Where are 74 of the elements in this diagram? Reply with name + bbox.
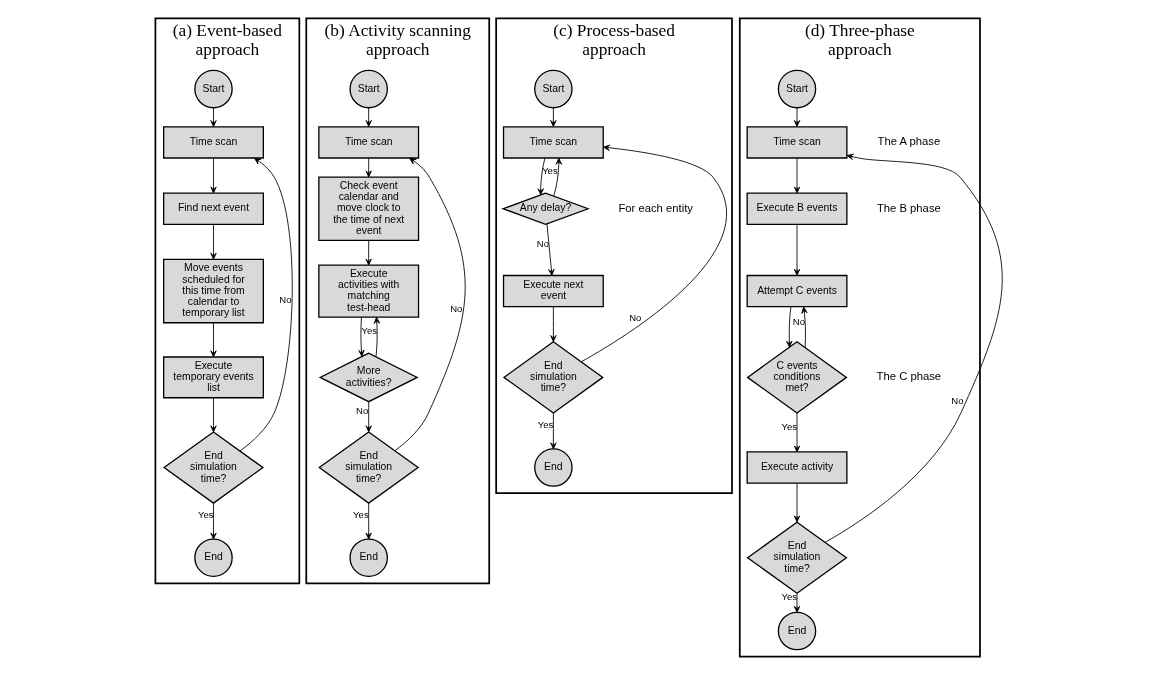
label: The A phase (877, 135, 940, 148)
node-circle: Start (193, 69, 233, 109)
edge-label: No (792, 315, 805, 327)
node-diamond: End simulation time? (162, 431, 264, 504)
node-box: Execute activities with matching test-head (317, 264, 419, 318)
label: The B phase (876, 201, 941, 214)
node-box: Find next event (162, 192, 264, 225)
arrow (800, 306, 808, 348)
edge-label: No (449, 302, 462, 314)
arrow (209, 322, 217, 358)
arrow (365, 502, 372, 540)
arrow (549, 412, 557, 450)
arrow (209, 157, 217, 194)
arrow (552, 157, 562, 197)
node-box: Time scan (162, 126, 264, 159)
arrow (357, 316, 365, 357)
arrow (365, 107, 372, 127)
node-box: Execute next event (502, 274, 604, 308)
node-diamond: Any delay? (500, 192, 590, 226)
arrow (785, 306, 792, 348)
edge-label: No (950, 394, 963, 406)
edge-label: No (278, 293, 292, 305)
arrow (793, 412, 800, 453)
node-box: Check event calendar and move clock to the time of next event (317, 176, 419, 242)
node-box: Move events scheduled for this time from calendar to temporary list (162, 258, 264, 324)
arrow (209, 107, 217, 127)
arrow (209, 223, 217, 260)
arrow (793, 157, 800, 194)
arrow (537, 157, 545, 196)
node-circle: End (533, 448, 573, 487)
label: The C phase (876, 370, 941, 383)
node-circle: Start (533, 69, 573, 109)
node-diamond: More activities? (318, 352, 419, 403)
edge-label: Yes (537, 419, 553, 431)
arrow (824, 153, 1002, 543)
edge-label: No (628, 311, 641, 323)
arrow (365, 401, 372, 433)
edge-label: No (536, 237, 549, 249)
arrow (793, 107, 800, 127)
arrow (793, 483, 800, 523)
label: For each entity (617, 201, 693, 214)
arrow (365, 240, 372, 266)
arrow (209, 397, 217, 433)
edge-label: Yes (197, 509, 213, 521)
node-box: Execute B events (746, 192, 847, 225)
arrow (546, 223, 554, 276)
arrow (580, 144, 727, 363)
arrow (549, 107, 557, 127)
node-circle: End (777, 611, 816, 651)
arrow (209, 502, 217, 540)
arrow (239, 157, 293, 452)
node-circle: End (348, 538, 388, 577)
node-box: Time scan (746, 126, 847, 159)
arrow (394, 157, 465, 452)
node-diamond: End simulation time? (502, 341, 604, 414)
arrow (793, 593, 800, 613)
edge-label: No (355, 404, 368, 416)
edge-label: Yes (780, 420, 797, 432)
node-box: Attempt C events (746, 274, 847, 308)
arrow (549, 306, 557, 342)
node-circle: End (193, 538, 233, 577)
node-box: Execute activity (746, 451, 847, 484)
node-circle: Start (348, 69, 388, 109)
arrow (793, 223, 800, 276)
edge-label: Yes (541, 165, 558, 177)
node-diamond: End simulation time? (746, 521, 848, 595)
edge-label: Yes (361, 325, 377, 337)
node-box: Execute temporary events list (162, 356, 264, 399)
node-circle: Start (777, 69, 816, 109)
arrow (365, 157, 372, 178)
node-box: Time scan (502, 126, 604, 159)
node-box: Time scan (317, 126, 419, 159)
arrow (373, 316, 380, 357)
node-diamond: End simulation time? (317, 431, 419, 504)
